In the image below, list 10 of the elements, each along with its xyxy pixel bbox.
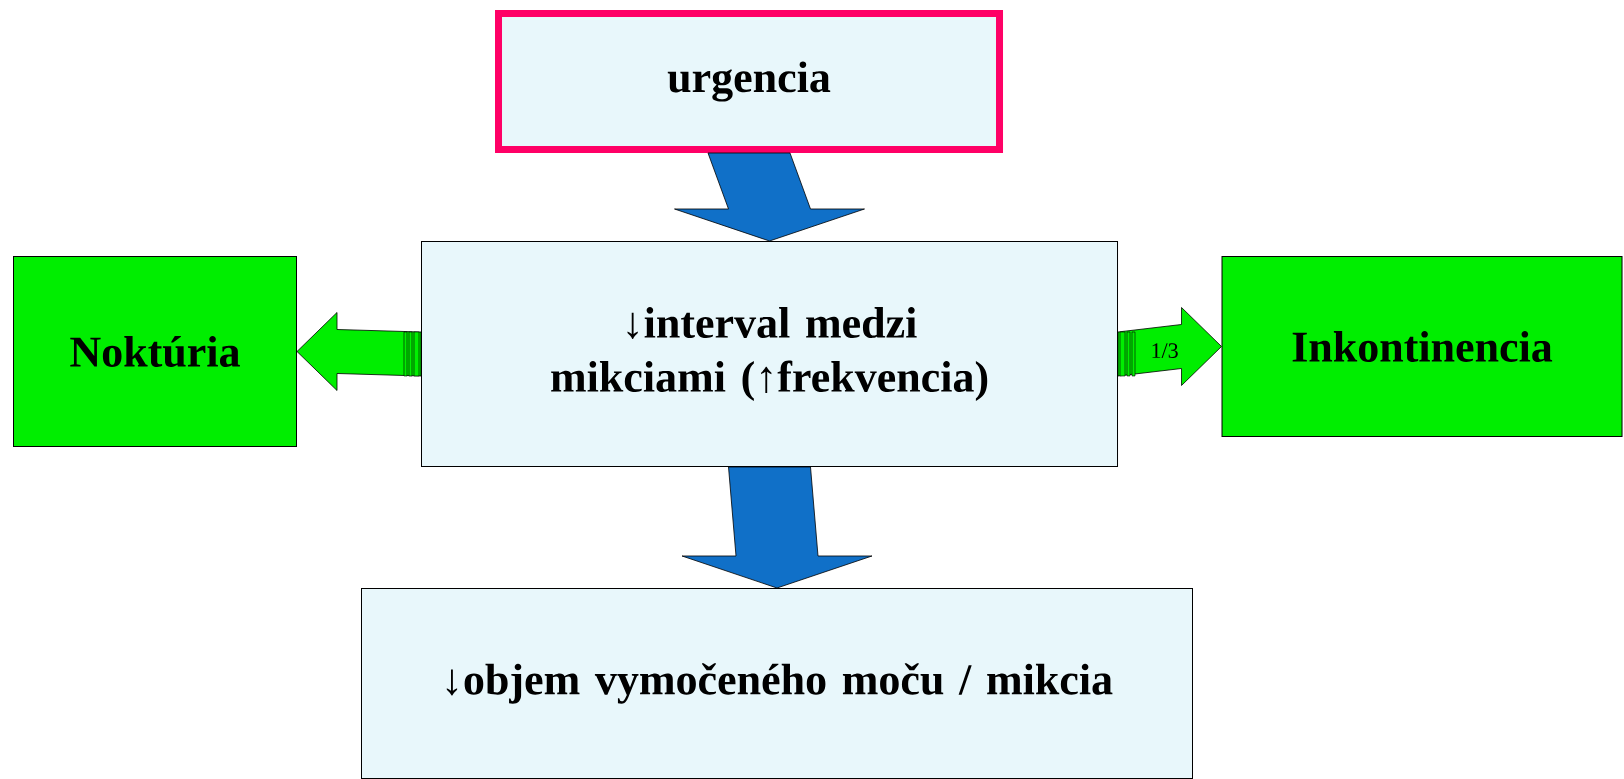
edge-label: 1/3 xyxy=(1152,343,1178,358)
outcome-box: Noktúria xyxy=(13,256,297,447)
block-arrow xyxy=(674,152,865,242)
outcome-box: Inkontinencia xyxy=(1221,256,1623,437)
process-box: ↓interval medzi mikciami (↑frekvencia) xyxy=(421,241,1118,467)
process-box: ↓objem vymočeného moču / mikcia xyxy=(361,588,1193,779)
block-arrow xyxy=(1117,307,1222,386)
block-arrow xyxy=(681,466,873,589)
urgency-box: urgencia xyxy=(495,10,1003,153)
block-arrow xyxy=(296,312,422,391)
